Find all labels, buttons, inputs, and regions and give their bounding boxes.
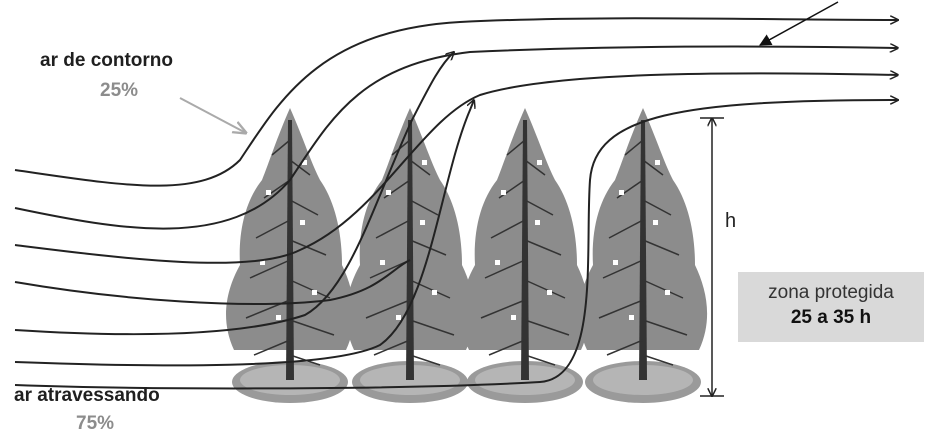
through-air-percent: 75% xyxy=(76,413,114,435)
contour-pointer-arrow xyxy=(180,98,246,133)
protected-zone-range: 25 a 35 h xyxy=(738,307,924,329)
protected-zone-box: zona protegida 25 a 35 h xyxy=(738,272,924,342)
through-air-label: ar atravessando xyxy=(14,385,160,407)
contour-air-percent: 25% xyxy=(100,80,138,102)
tree-3 xyxy=(461,108,589,403)
contour-air-label: ar de contorno xyxy=(40,50,173,72)
pointer-arrow xyxy=(760,2,838,45)
protected-zone-title: zona protegida xyxy=(738,282,924,304)
height-label: h xyxy=(725,210,736,233)
height-dimension xyxy=(700,118,724,396)
